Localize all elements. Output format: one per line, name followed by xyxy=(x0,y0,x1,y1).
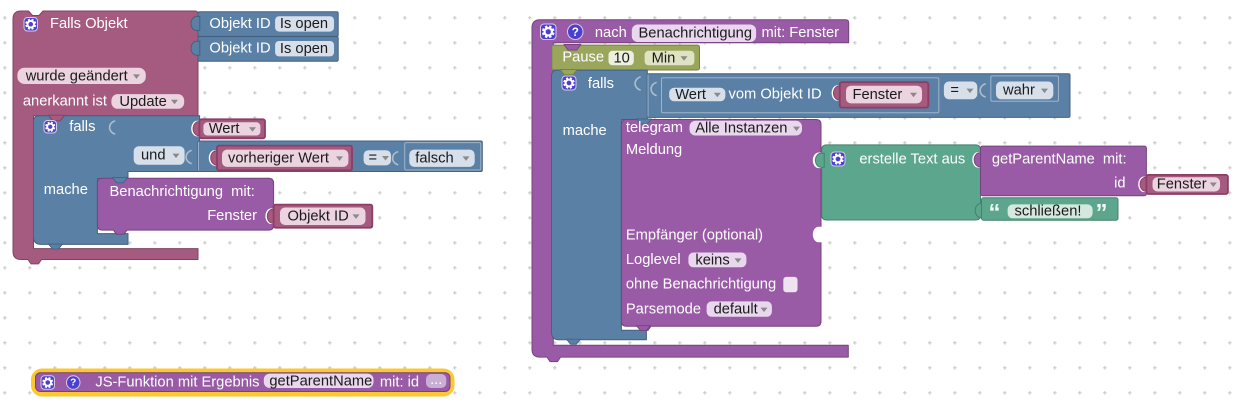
svg-text:?: ? xyxy=(70,378,76,389)
svg-text:...: ... xyxy=(430,372,442,388)
svg-text:mache: mache xyxy=(44,182,88,198)
svg-text:vorheriger Wert: vorheriger Wert xyxy=(228,150,329,166)
svg-text:Fenster: Fenster xyxy=(853,87,903,103)
svg-text:falsch: falsch xyxy=(415,150,453,166)
svg-text:Parsemode: Parsemode xyxy=(626,301,701,317)
svg-text:nach: nach xyxy=(595,25,627,41)
svg-text:JS-Funktion mit Ergebnis: JS-Funktion mit Ergebnis xyxy=(95,374,259,390)
svg-text:10: 10 xyxy=(614,50,630,66)
svg-text:Min: Min xyxy=(652,50,676,66)
svg-text:id: id xyxy=(1114,176,1125,192)
svg-text:schließen!: schließen! xyxy=(1015,204,1082,220)
svg-text:mit: id: mit: id xyxy=(380,374,419,390)
svg-text:?: ? xyxy=(572,26,579,39)
svg-text:Alle Instanzen: Alle Instanzen xyxy=(695,121,787,137)
svg-text:getParentName mit:: getParentName mit: xyxy=(992,151,1127,167)
svg-text:Pause: Pause xyxy=(562,50,604,66)
svg-text:Objekt ID: Objekt ID xyxy=(209,16,270,32)
svg-text:default: default xyxy=(714,302,758,318)
svg-text:getParentName: getParentName xyxy=(269,373,372,389)
svg-text:Update: Update xyxy=(119,94,166,110)
svg-text:vom Objekt ID: vom Objekt ID xyxy=(729,87,822,103)
svg-text:Benachrichtigung mit:: Benachrichtigung mit: xyxy=(110,184,255,200)
svg-text:“: “ xyxy=(989,200,1001,227)
svg-text:Empfänger (optional): Empfänger (optional) xyxy=(626,228,763,244)
svg-text:Is open: Is open xyxy=(280,16,328,32)
svg-text:Is open: Is open xyxy=(280,41,328,57)
svg-text:Objekt ID: Objekt ID xyxy=(288,208,349,224)
svg-text:wurde geändert: wurde geändert xyxy=(25,68,128,84)
svg-text:telegram: telegram xyxy=(626,120,683,136)
svg-text:Wert: Wert xyxy=(675,87,706,103)
svg-text:=: = xyxy=(369,150,378,166)
svg-text:keins: keins xyxy=(695,252,729,268)
svg-text:Loglevel: Loglevel xyxy=(626,252,681,268)
svg-text:Objekt ID: Objekt ID xyxy=(209,41,270,57)
svg-text:und: und xyxy=(141,148,166,164)
svg-text:erstelle Text aus: erstelle Text aus xyxy=(859,152,965,168)
svg-text:mit: Fenster: mit: Fenster xyxy=(762,25,840,41)
svg-text:ohne Benachrichtigung: ohne Benachrichtigung xyxy=(626,276,776,292)
svg-text:Fenster: Fenster xyxy=(1157,177,1207,193)
svg-text:Falls Objekt: Falls Objekt xyxy=(50,16,128,32)
svg-text:Fenster: Fenster xyxy=(207,208,257,224)
svg-text:Wert: Wert xyxy=(209,121,240,137)
svg-text:”: ” xyxy=(1096,200,1108,227)
svg-text:Benachrichtigung: Benachrichtigung xyxy=(639,25,753,41)
svg-text:Meldung: Meldung xyxy=(626,142,682,158)
svg-text:wahr: wahr xyxy=(1002,83,1035,99)
svg-text:falls: falls xyxy=(588,76,614,92)
svg-text:falls: falls xyxy=(69,119,95,135)
svg-text:=: = xyxy=(950,83,959,99)
svg-text:mache: mache xyxy=(563,123,607,139)
svg-text:anerkannt ist: anerkannt ist xyxy=(23,94,107,110)
